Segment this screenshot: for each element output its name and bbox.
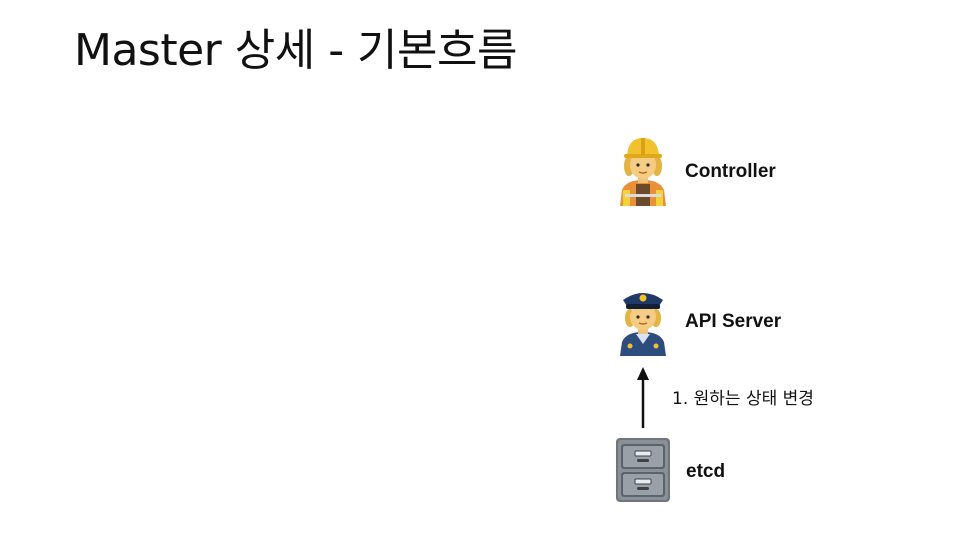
construction-worker-icon — [614, 134, 672, 210]
edge-label: 1. 원하는 상태 변경 — [672, 389, 814, 409]
controller-label: Controller — [685, 161, 776, 182]
api-server-label: API Server — [685, 311, 782, 332]
etcd-label: etcd — [686, 461, 726, 482]
slide-title: Master 상세 - 기본흐름 — [74, 25, 517, 76]
file-cabinet-icon — [614, 436, 672, 508]
police-officer-icon — [614, 284, 672, 360]
edge-arrow-etcd-to-api-server — [637, 367, 649, 428]
